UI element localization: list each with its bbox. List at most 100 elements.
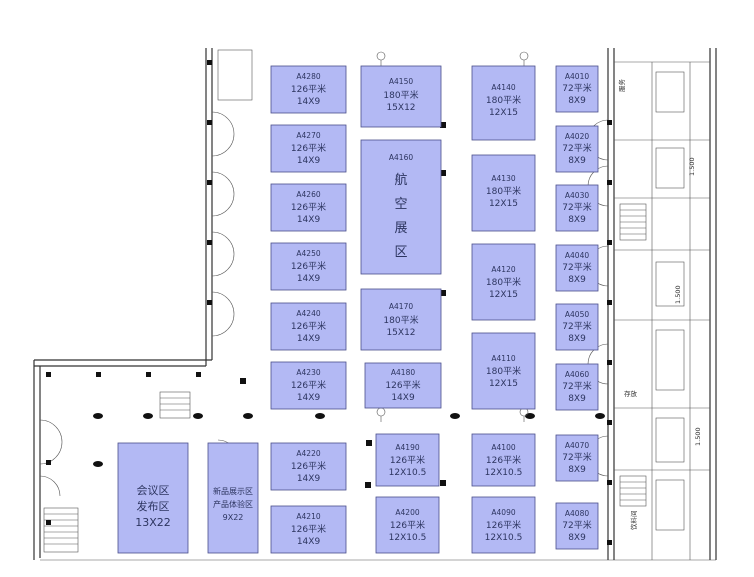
booth-dimensions: 14X9 bbox=[297, 537, 321, 547]
booth-id: A4030 bbox=[565, 191, 589, 200]
booth-a4030[interactable]: A4030 72平米 8X9 bbox=[555, 184, 599, 232]
booth-id: A4240 bbox=[296, 309, 320, 318]
booth-id: A4040 bbox=[565, 251, 589, 260]
aviation-zone-char-3: 展 bbox=[394, 221, 407, 236]
booth-a4200[interactable]: A4200 126平米 12X10.5 bbox=[375, 496, 440, 554]
booth-dimensions: 14X9 bbox=[297, 334, 321, 344]
new-product-zone[interactable]: 新品展示区 产品体验区 9X22 bbox=[207, 442, 259, 554]
conference-zone-dimensions: 13X22 bbox=[135, 516, 171, 529]
booth-dimensions: 12X10.5 bbox=[389, 468, 427, 478]
booth-id: A4090 bbox=[491, 508, 515, 517]
booth-id: A4150 bbox=[389, 77, 413, 86]
booth-dimensions: 8X9 bbox=[568, 465, 586, 475]
booth-a4220[interactable]: A4220 126平米 14X9 bbox=[270, 442, 347, 491]
booth-a4090[interactable]: A4090 126平米 12X10.5 bbox=[471, 496, 536, 554]
booth-id: A4270 bbox=[296, 131, 320, 140]
booth-a4060[interactable]: A4060 72平米 8X9 bbox=[555, 363, 599, 411]
new-product-zone-line1: 新品展示区 bbox=[213, 486, 253, 496]
booth-id: A4100 bbox=[491, 443, 515, 452]
booth-area: 180平米 bbox=[383, 89, 418, 101]
booth-dimensions: 8X9 bbox=[568, 533, 586, 543]
booth-area: 126平米 bbox=[291, 83, 326, 95]
elevation-marker-c: 1.500 bbox=[694, 427, 702, 446]
booth-a4020[interactable]: A4020 72平米 8X9 bbox=[555, 125, 599, 173]
booth-a4210[interactable]: A4210 126平米 14X9 bbox=[270, 505, 347, 554]
booth-id: A4210 bbox=[296, 512, 320, 521]
booth-dimensions: 12X10.5 bbox=[389, 533, 427, 543]
aviation-zone-char-1: 航 bbox=[394, 172, 407, 188]
booth-a4080[interactable]: A4080 72平米 8X9 bbox=[555, 502, 599, 550]
drink-room-label: 饮料间 bbox=[629, 511, 638, 531]
booth-dimensions: 8X9 bbox=[568, 215, 586, 225]
booth-area: 126平米 bbox=[291, 320, 326, 332]
booth-area: 126平米 bbox=[291, 142, 326, 154]
booth-area: 126平米 bbox=[390, 454, 425, 466]
booth-area: 72平米 bbox=[562, 142, 591, 154]
conference-release-zone[interactable]: 会议区 发布区 13X22 bbox=[117, 442, 189, 554]
booth-a4150[interactable]: A4150 180平米 15X12 bbox=[360, 65, 442, 128]
new-product-zone-line2: 产品体验区 bbox=[213, 499, 253, 509]
booth-id: A4130 bbox=[491, 174, 515, 183]
booth-dimensions: 14X9 bbox=[297, 97, 321, 107]
conference-zone-line1: 会议区 bbox=[137, 484, 170, 497]
booth-a4190[interactable]: A4190 126平米 12X10.5 bbox=[375, 433, 440, 487]
new-product-zone-dimensions: 9X22 bbox=[223, 513, 244, 522]
booth-a4140[interactable]: A4140 180平米 12X15 bbox=[471, 65, 536, 141]
booth-dimensions: 14X9 bbox=[297, 215, 321, 225]
booth-area: 126平米 bbox=[486, 454, 521, 466]
booth-a4160-aviation-zone[interactable]: A4160 航 空 展 区 bbox=[360, 139, 442, 275]
booth-dimensions: 14X9 bbox=[297, 156, 321, 166]
room-labels: 服务 存放 饮料间 1.500 1.500 1.500 bbox=[617, 79, 702, 531]
booth-a4100[interactable]: A4100 126平米 12X10.5 bbox=[471, 433, 536, 487]
booth-a4250[interactable]: A4250 126平米 14X9 bbox=[270, 242, 347, 291]
booth-area: 72平米 bbox=[562, 451, 591, 463]
booth-dimensions: 12X15 bbox=[489, 199, 518, 209]
booths-group: A4280 126平米 14X9 A4270 126平米 14X9 A4260 … bbox=[117, 65, 599, 554]
booth-dimensions: 12X15 bbox=[489, 379, 518, 389]
booth-a4070[interactable]: A4070 72平米 8X9 bbox=[555, 434, 599, 482]
booth-a4120[interactable]: A4120 180平米 12X15 bbox=[471, 243, 536, 321]
booth-area: 72平米 bbox=[562, 380, 591, 392]
booth-id: A4160 bbox=[389, 153, 413, 162]
booth-dimensions: 8X9 bbox=[568, 156, 586, 166]
booth-a4240[interactable]: A4240 126平米 14X9 bbox=[270, 302, 347, 351]
booth-id: A4060 bbox=[565, 370, 589, 379]
booth-dimensions: 12X15 bbox=[489, 108, 518, 118]
elevation-marker-b: 1.500 bbox=[674, 285, 682, 304]
booth-a4040[interactable]: A4040 72平米 8X9 bbox=[555, 244, 599, 292]
booth-area: 126平米 bbox=[291, 379, 326, 391]
booth-a4230[interactable]: A4230 126平米 14X9 bbox=[270, 361, 347, 410]
booth-dimensions: 12X10.5 bbox=[485, 468, 523, 478]
booth-area: 126平米 bbox=[291, 523, 326, 535]
booth-a4180[interactable]: A4180 126平米 14X9 bbox=[364, 362, 442, 409]
booth-a4270[interactable]: A4270 126平米 14X9 bbox=[270, 124, 347, 173]
booth-dimensions: 12X10.5 bbox=[485, 533, 523, 543]
booth-id: A4170 bbox=[389, 302, 413, 311]
booth-id: A4180 bbox=[391, 368, 415, 377]
booth-area: 180平米 bbox=[383, 314, 418, 326]
booth-area: 126平米 bbox=[385, 379, 420, 391]
booth-id: A4050 bbox=[565, 310, 589, 319]
booth-id: A4280 bbox=[296, 72, 320, 81]
booth-id: A4110 bbox=[491, 354, 515, 363]
service-room-label: 服务 bbox=[617, 79, 626, 93]
booth-a4110[interactable]: A4110 180平米 12X15 bbox=[471, 332, 536, 410]
booth-dimensions: 14X9 bbox=[391, 393, 415, 403]
booth-a4170[interactable]: A4170 180平米 15X12 bbox=[360, 288, 442, 351]
booth-area: 126平米 bbox=[390, 519, 425, 531]
booth-dimensions: 14X9 bbox=[297, 474, 321, 484]
booth-area: 72平米 bbox=[562, 320, 591, 332]
booth-dimensions: 8X9 bbox=[568, 275, 586, 285]
booth-area: 180平米 bbox=[486, 365, 521, 377]
booth-a4010[interactable]: A4010 72平米 8X9 bbox=[555, 65, 599, 113]
booth-id: A4080 bbox=[565, 509, 589, 518]
booth-id: A4250 bbox=[296, 249, 320, 258]
booth-dimensions: 15X12 bbox=[386, 103, 415, 113]
booth-a4280[interactable]: A4280 126平米 14X9 bbox=[270, 65, 347, 114]
booth-a4130[interactable]: A4130 180平米 12X15 bbox=[471, 154, 536, 232]
booth-a4050[interactable]: A4050 72平米 8X9 bbox=[555, 303, 599, 351]
booth-dimensions: 12X15 bbox=[489, 290, 518, 300]
booth-area: 126平米 bbox=[486, 519, 521, 531]
booth-a4260[interactable]: A4260 126平米 14X9 bbox=[270, 183, 347, 232]
